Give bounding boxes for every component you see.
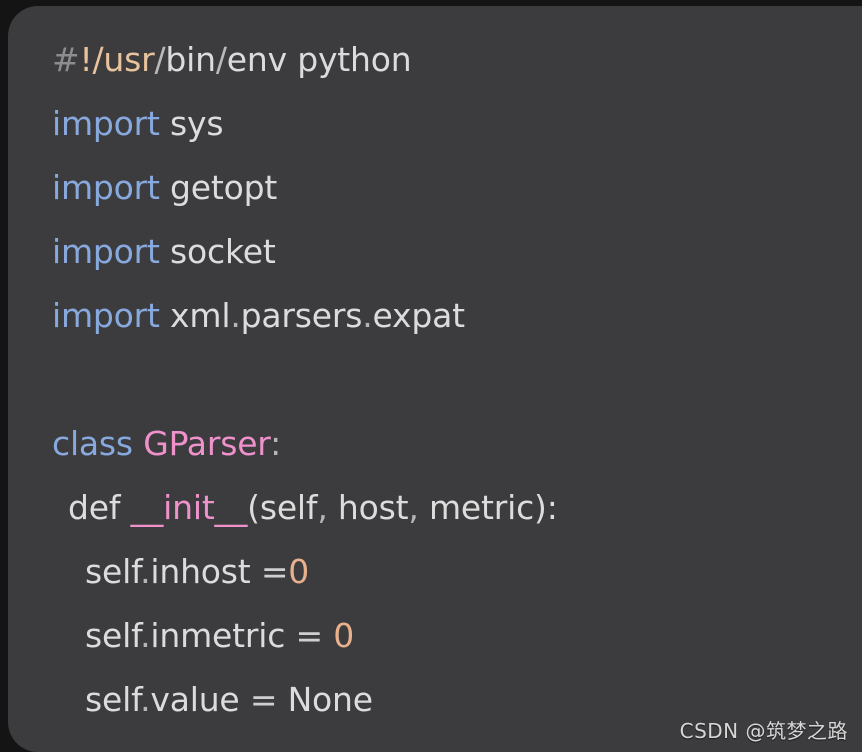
- code-token-plain: self: [85, 680, 141, 719]
- code-token-path: !/usr: [79, 40, 155, 79]
- code-token-plain: [323, 616, 333, 655]
- code-token-comment: #: [52, 40, 80, 79]
- code-token-plain: parsers: [240, 296, 363, 335]
- code-token-number: 0: [333, 616, 354, 655]
- code-token-classname: GParser: [143, 424, 271, 463]
- code-token-plain: (self: [247, 488, 318, 527]
- code-line: def __init__(self, host, metric):: [8, 476, 862, 540]
- code-token-plain: sys: [159, 104, 224, 143]
- code-line: self.value = None: [8, 668, 862, 732]
- code-token-plain: bin: [165, 40, 216, 79]
- code-token-punct: .: [140, 680, 151, 719]
- code-token-keyword: import: [52, 168, 160, 207]
- code-token-plain: value: [150, 680, 250, 719]
- code-line: import socket: [8, 220, 862, 284]
- code-token-plain: expat: [372, 296, 466, 335]
- code-token-plain: None: [277, 680, 374, 719]
- code-token-func: __init__: [130, 488, 248, 527]
- code-blank-line: [8, 348, 862, 412]
- code-line: class GParser:: [8, 412, 862, 476]
- code-token-punct: :: [270, 424, 282, 463]
- code-token-plain: env python: [226, 40, 412, 79]
- code-token-keyword: import: [52, 232, 160, 271]
- code-token-dim: /: [154, 40, 166, 79]
- code-token-keyword: import: [52, 296, 160, 335]
- code-token-plain: self: [85, 552, 141, 591]
- code-token-punct: ,: [408, 488, 419, 527]
- code-line: #!/usr/bin/env python: [8, 28, 862, 92]
- code-token-plain: xml: [159, 296, 231, 335]
- code-token-plain: socket: [159, 232, 276, 271]
- code-token-dim: /: [215, 40, 227, 79]
- code-token-plain: inmetric: [150, 616, 296, 655]
- csdn-watermark: CSDN @筑梦之路: [679, 719, 848, 743]
- code-token-number: 0: [288, 552, 310, 591]
- code-token-punct: .: [230, 296, 241, 335]
- code-token-plain: self: [85, 616, 141, 655]
- code-line: import getopt: [8, 156, 862, 220]
- code-token-keyword: class: [52, 424, 133, 463]
- code-token-op: =: [260, 552, 289, 591]
- code-token-plain: def: [68, 488, 131, 527]
- code-token-op: =: [249, 680, 278, 719]
- code-line: self.inhost =0: [8, 540, 862, 604]
- code-line: import sys: [8, 92, 862, 156]
- code-token-punct: ,: [317, 488, 328, 527]
- code-token-plain: metric: [418, 488, 535, 527]
- code-token-punct: .: [362, 296, 373, 335]
- code-token-plain: inhost: [150, 552, 261, 591]
- code-line: import xml.parsers.expat: [8, 284, 862, 348]
- code-token-plain: getopt: [159, 168, 278, 207]
- code-line: self.inmetric = 0: [8, 604, 862, 668]
- code-token-keyword: import: [52, 104, 160, 143]
- code-token-punct: .: [140, 616, 151, 655]
- code-token-plain: [133, 424, 143, 463]
- code-token-punct: .: [140, 552, 151, 591]
- code-token-plain: ):: [534, 488, 558, 527]
- code-token-op: =: [295, 616, 323, 655]
- code-token-plain: host: [327, 488, 409, 527]
